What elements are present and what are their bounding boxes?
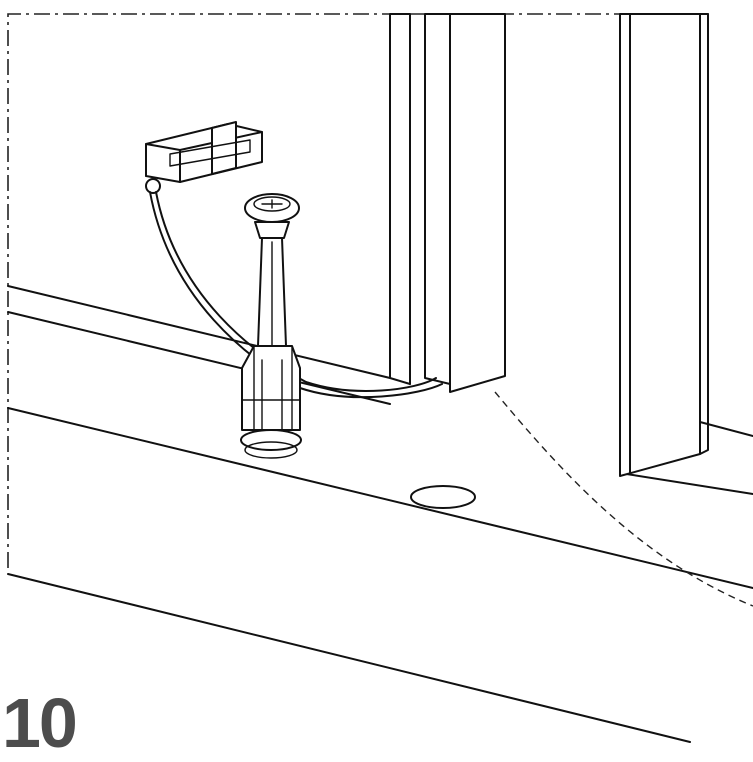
screw-hole bbox=[410, 485, 476, 509]
wall-plug bbox=[240, 193, 302, 459]
side-panel bbox=[389, 13, 506, 393]
cable-tie bbox=[145, 121, 443, 399]
region-boundary bbox=[7, 13, 709, 568]
door-edge bbox=[619, 13, 709, 477]
step-number: 10 bbox=[2, 684, 78, 762]
door-swing-arc bbox=[494, 391, 753, 607]
